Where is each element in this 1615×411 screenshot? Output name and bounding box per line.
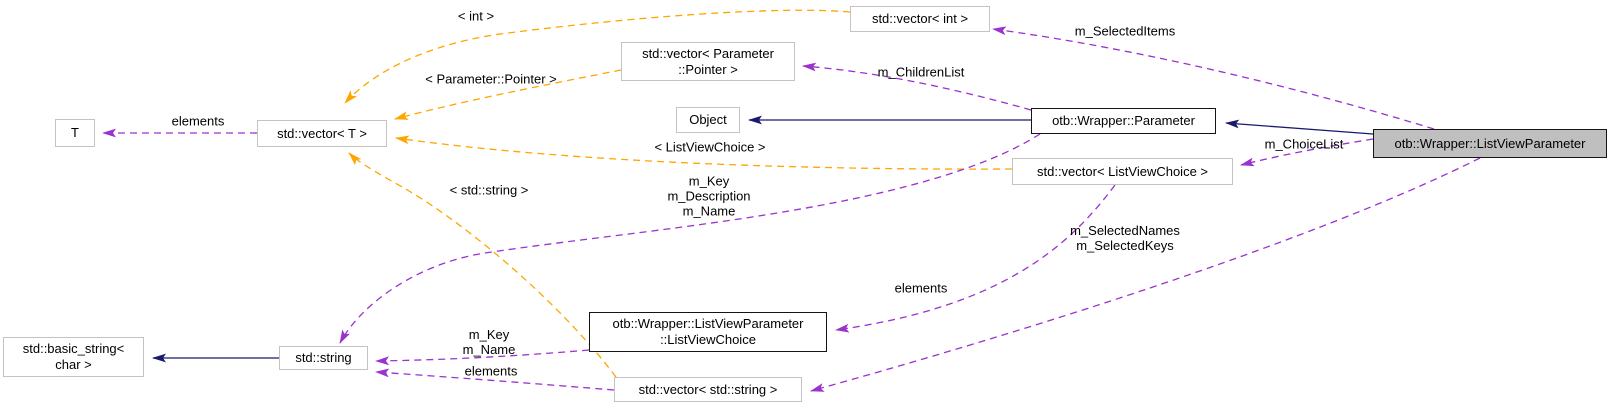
edge-label-template-std-string: < std::string > [449,182,529,198]
edge-label-template-int: < int > [457,8,495,24]
edge-m-choicelist [1240,138,1374,167]
edge-template-int [344,9,851,104]
edge-label-m-choicelist: m_ChoiceList [1264,136,1344,152]
edge-m-childrenlist [802,62,1032,111]
node-listviewparameter-listviewchoice[interactable]: otb::Wrapper::ListViewParameter ::ListVi… [589,312,827,352]
edge-label-m-selectednames-selectedkeys: m_SelectedNames m_SelectedKeys [1070,222,1180,253]
edge-label-elements-string: elements [464,363,518,379]
edge-label-elements-listviewchoice: elements [894,280,948,296]
node-std-vector-int: std::vector< int > [850,6,990,32]
node-std-basic-string-char: std::basic_string< char > [3,337,144,377]
node-otb-wrapper-parameter[interactable]: otb::Wrapper::Parameter [1031,108,1216,134]
edge-m-key-description-name [339,133,1041,344]
edge-elements-vector-lvc-to-listviewchoice [835,184,1116,333]
node-std-vector-t: std::vector< T > [257,120,387,147]
edge-m-selectednames-selectedkeys [810,157,1481,392]
edge-label-m-selecteditems: m_SelectedItems [1074,23,1176,39]
node-otb-wrapper-listviewparameter: otb::Wrapper::ListViewParameter [1373,129,1607,158]
edge-template-std-string [348,152,617,378]
edge-m-key-name [375,349,590,366]
node-std-vector-listviewchoice: std::vector< ListViewChoice > [1012,158,1233,185]
edge-template-parameter-pointer [394,69,622,120]
node-std-string: std::string [279,346,368,370]
edge-inheritance-listviewparameter-to-parameter [1225,119,1374,135]
node-object: Object [676,107,740,133]
edge-label-template-listviewchoice: < ListViewChoice > [654,139,766,155]
edge-label-elements-t: elements [171,113,225,129]
edge-label-m-key-name: m_Key m_Name [462,326,516,357]
edge-label-m-childrenlist: m_ChildrenList [877,64,965,80]
node-std-vector-parameter-pointer: std::vector< Parameter ::Pointer > [621,42,795,81]
node-std-vector-std-string: std::vector< std::string > [614,377,802,402]
node-t: T [55,119,95,147]
edge-label-template-parameter-pointer: < Parameter::Pointer > [425,71,557,87]
edge-elements-vector-string-to-string [375,368,615,391]
edge-label-m-key-description-name: m_Key m_Description m_Name [667,173,751,219]
